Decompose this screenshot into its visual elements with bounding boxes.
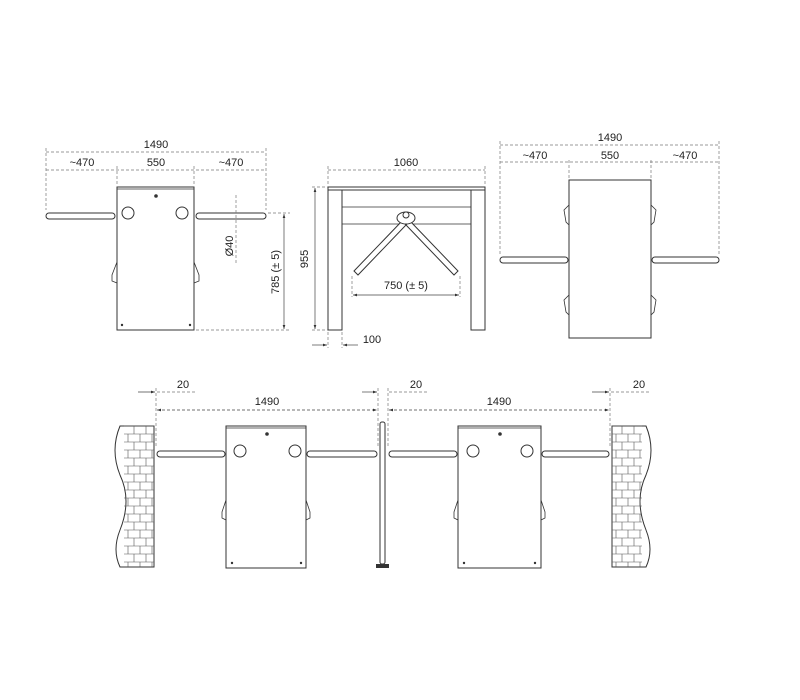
label-width: 1060 [394, 157, 418, 169]
arm-right [195, 212, 267, 220]
label-arm-span: 750 (± 5) [384, 280, 428, 292]
label-overall-width: 1490 [144, 139, 168, 151]
turnstile-1 [156, 425, 378, 569]
label-body-width: 550 [601, 150, 619, 162]
label-arm-height: 785 (± 5) [270, 250, 282, 294]
post-right [470, 189, 486, 331]
label-gap-left: 20 [177, 379, 189, 391]
tripod-arm-left [353, 220, 407, 276]
label-arm-right: ~470 [219, 157, 244, 169]
lock-icon [154, 194, 158, 198]
turnstile-body-top [568, 179, 652, 339]
arm-left [499, 256, 569, 264]
turnstile-2 [388, 425, 610, 569]
brick-pattern-right [612, 425, 642, 567]
post-left [327, 189, 343, 331]
label-body-width: 550 [147, 157, 165, 169]
front-view: 1490 ~470 550 ~470 Ø40 785 (± 5) [45, 139, 290, 331]
label-arm-left: ~470 [70, 157, 95, 169]
label-overall-width: 1490 [598, 132, 622, 144]
wall-left [114, 425, 155, 568]
label-arm-right: ~470 [673, 150, 698, 162]
separator-post [376, 421, 389, 568]
indicator-left [121, 206, 135, 220]
label-passage-right: 1490 [487, 396, 511, 408]
brick-pattern-left [124, 425, 154, 567]
arm-right [651, 256, 720, 264]
label-gap-middle: 20 [410, 379, 422, 391]
label-passage-left: 1490 [255, 396, 279, 408]
label-gap-right: 20 [633, 379, 645, 391]
arm-left [45, 212, 116, 220]
installation-view: 20 20 20 1490 1490 [114, 379, 652, 569]
label-height: 955 [299, 250, 311, 268]
label-arm-left: ~470 [523, 150, 548, 162]
label-arm-diameter: Ø40 [224, 236, 236, 257]
tripod-arm-right [405, 220, 459, 276]
label-post-width: 100 [363, 334, 381, 346]
side-view: 1060 955 750 (± 5) 100 [299, 157, 486, 348]
indicator-right [175, 206, 189, 220]
top-view: 1490 ~470 550 ~470 [499, 132, 720, 339]
